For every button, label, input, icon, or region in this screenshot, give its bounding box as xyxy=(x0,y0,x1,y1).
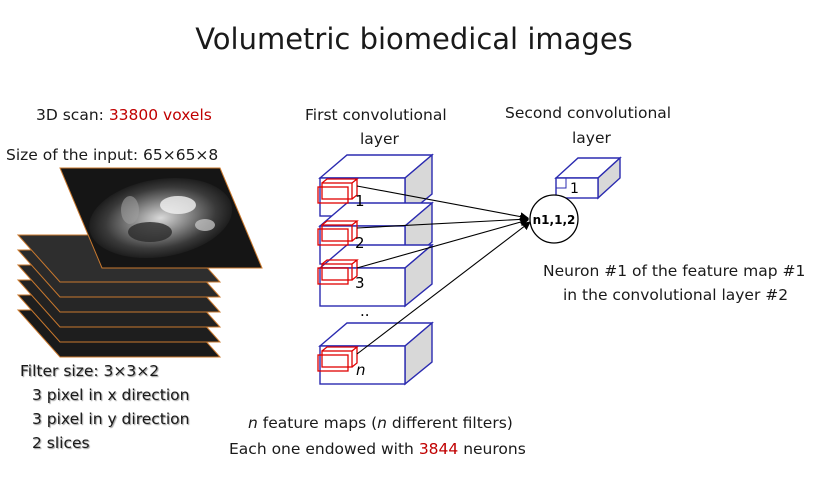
feature-map-label-3: 3 xyxy=(355,274,365,292)
second-layer-heading: Second convolutional xyxy=(505,104,672,122)
n-symbol-2: n xyxy=(377,414,387,432)
feature-map-label-1: 1 xyxy=(355,192,365,210)
neuron-count: 3844 xyxy=(418,440,459,458)
neurons-caption-pre: Each one endowed with xyxy=(229,440,419,458)
feature-map-label-n: n xyxy=(356,361,366,379)
first-layer-heading: First convolutional xyxy=(305,106,447,124)
filter-window-n xyxy=(317,346,359,372)
caption-text: feature maps ( xyxy=(257,414,378,432)
mri-image xyxy=(89,178,233,258)
neurons-caption-post: neurons xyxy=(458,440,526,458)
neurons-caption: Each one endowed with 3844 neurons xyxy=(229,440,526,458)
first-layer-heading-2: layer xyxy=(360,130,399,148)
second-layer-map-label: 1 xyxy=(570,181,579,197)
filter-size: Filter size: 3×3×2 xyxy=(20,362,160,380)
feature-map-box-n xyxy=(318,321,434,386)
feature-map-label-2: 2 xyxy=(355,234,365,252)
page-title: Volumetric biomedical images xyxy=(195,22,633,56)
neuron-description-1: Neuron #1 of the feature map #1 xyxy=(543,262,806,280)
ellipsis: .. xyxy=(360,302,370,320)
input-size: Size of the input: 65×65×8 xyxy=(6,146,219,164)
second-layer-feature-map xyxy=(554,156,622,200)
scan-info: 3D scan: 33800 voxels xyxy=(36,106,212,124)
connection-arrows xyxy=(356,185,531,355)
feature-maps-caption: n feature maps (n different filters) xyxy=(248,414,513,432)
neuron-description-2: in the convolutional layer #2 xyxy=(563,286,789,304)
mri-slice-stack xyxy=(16,167,263,358)
filter-window-3 xyxy=(317,259,359,285)
filter-x-direction: 3 pixel in x direction xyxy=(32,386,190,404)
caption-text-2: different filters) xyxy=(386,414,513,432)
filter-y-direction: 3 pixel in y direction xyxy=(32,410,190,428)
neuron-label: n1,1,2 xyxy=(533,213,576,227)
filter-slices: 2 slices xyxy=(32,434,90,452)
feature-map-box-3 xyxy=(318,243,434,308)
filter-window-2 xyxy=(317,220,359,246)
voxel-count: 33800 voxels xyxy=(108,106,212,124)
second-layer-heading-2: layer xyxy=(572,129,611,147)
neuron-node: n1,1,2 xyxy=(529,194,579,244)
scan-label: 3D scan: xyxy=(36,106,104,124)
filter-window-1 xyxy=(317,178,359,204)
n-symbol: n xyxy=(248,414,258,432)
